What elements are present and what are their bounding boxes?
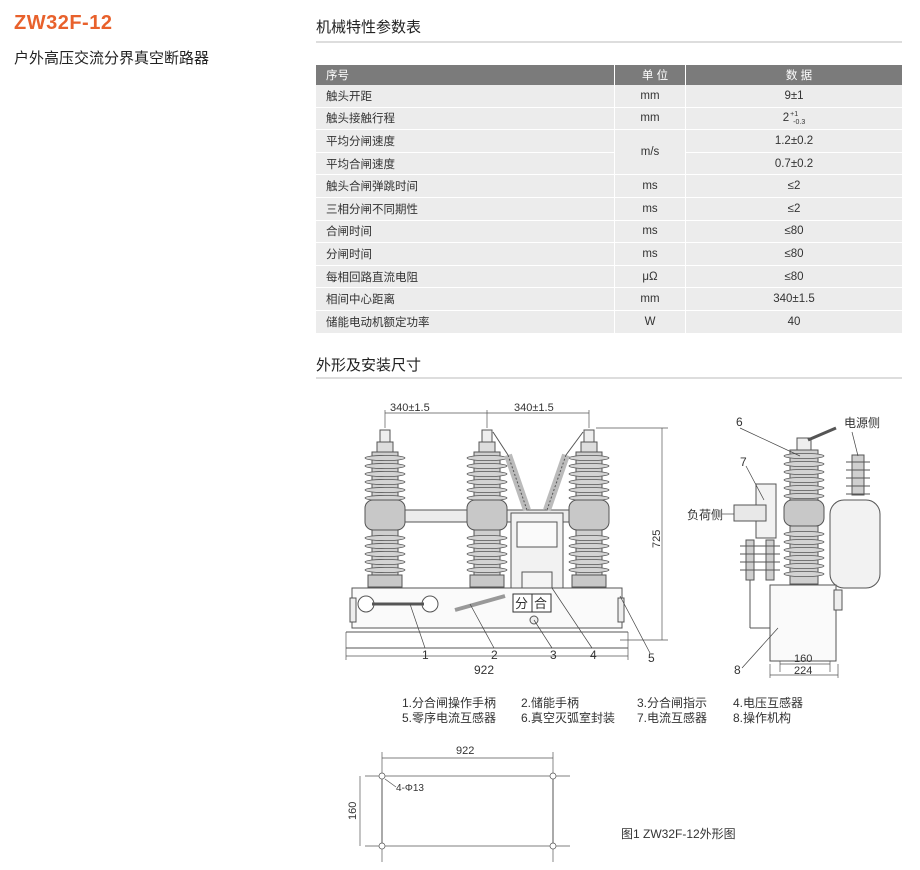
param-value: 9±1 (685, 85, 902, 108)
legend-item-7: 7.电流互感器 (637, 711, 708, 725)
legend-item-6: 6.真空灭弧室封装 (521, 711, 616, 725)
table-header-row: 序号 单 位 数 据 (316, 65, 902, 85)
dim-pitch-left: 340±1.5 (390, 402, 430, 414)
indicator-open-text: 分 (515, 596, 528, 611)
label-power-side: 电源侧 (844, 416, 880, 430)
param-name: 触头开距 (316, 85, 615, 108)
param-unit: W (614, 310, 686, 334)
dim-side-224: 224 (794, 665, 812, 677)
pole-3 (568, 429, 610, 588)
mechanical-params-table: 序号 单 位 数 据 触头开距 mm 9±1 触头接触行程 mm 2+1-0.3… (316, 65, 902, 334)
param-value: ≤2 (685, 197, 902, 221)
param-unit: mm (614, 85, 686, 108)
drawing-section-title: 外形及安装尺寸 (316, 357, 422, 374)
dim-plan-height: 160 (347, 802, 359, 820)
product-subtitle: 户外高压交流分界真空断路器 (14, 50, 210, 67)
param-value-upper-tolerance: +1 (790, 111, 799, 119)
param-value-tolerance: 2+1-0.3 (685, 107, 902, 131)
legend-item-8: 8.操作机构 (733, 711, 792, 725)
param-name: 每相回路直流电阻 (316, 265, 615, 289)
callout-8: 8 (734, 663, 741, 677)
param-value-lower-tolerance: -0.3 (793, 119, 806, 127)
column-header-unit: 单 位 (614, 65, 686, 85)
params-section-divider (316, 41, 902, 43)
param-unit: ms (614, 174, 686, 198)
param-unit: m/s (614, 129, 686, 176)
drawing-section-divider (316, 377, 902, 379)
callout-2: 2 (491, 648, 498, 662)
param-name: 储能电动机额定功率 (316, 310, 615, 334)
dim-side-160: 160 (794, 653, 812, 665)
legend-item-5: 5.零序电流互感器 (402, 711, 497, 725)
table-row: 三相分闸不同期性 ms ≤2 (316, 197, 902, 221)
param-unit: ms (614, 242, 686, 266)
legend-item-3: 3.分合闸指示 (637, 696, 708, 710)
param-unit: mm (614, 107, 686, 131)
param-value: ≤80 (685, 242, 902, 266)
front-view (345, 410, 668, 660)
dim-plan-width: 922 (456, 745, 474, 757)
dim-pitch-right: 340±1.5 (514, 402, 554, 414)
table-row: 合闸时间 ms ≤80 (316, 220, 902, 244)
param-name: 触头接触行程 (316, 107, 615, 131)
param-unit: ms (614, 197, 686, 221)
callout-7: 7 (740, 455, 747, 469)
table-row: 触头接触行程 mm 2+1-0.3 (316, 107, 902, 131)
callout-4: 4 (590, 648, 597, 662)
front-leaders (409, 587, 651, 654)
params-section-title: 机械特性参数表 (316, 19, 422, 36)
table-row: 每相回路直流电阻 μΩ ≤80 (316, 265, 902, 289)
callout-5: 5 (648, 651, 655, 665)
table-row: 分闸时间 ms ≤80 (316, 242, 902, 266)
legend-item-4: 4.电压互感器 (733, 696, 804, 710)
pole-1 (364, 429, 406, 588)
side-view (733, 426, 881, 678)
param-unit: μΩ (614, 265, 686, 289)
table-row: 相间中心距离 mm 340±1.5 (316, 287, 902, 311)
dim-width: 922 (474, 663, 494, 677)
callout-3: 3 (550, 648, 557, 662)
column-header-value: 数 据 (685, 65, 902, 85)
table-row: 平均合闸速度 0.7±0.2 (316, 152, 902, 176)
legend-item-2: 2.储能手柄 (521, 696, 580, 710)
param-value: ≤80 (685, 265, 902, 289)
param-unit: ms (614, 220, 686, 244)
table-row: 触头合闸弹跳时间 ms ≤2 (316, 174, 902, 198)
param-name: 相间中心距离 (316, 287, 615, 311)
param-value-base: 2 (782, 112, 790, 125)
param-name: 三相分闸不同期性 (316, 197, 615, 221)
param-value: ≤80 (685, 220, 902, 244)
param-value: 0.7±0.2 (685, 152, 902, 176)
param-unit: mm (614, 287, 686, 311)
column-header-item: 序号 (316, 65, 615, 85)
plan-view (359, 752, 570, 862)
callout-1: 1 (422, 648, 429, 662)
param-value: 40 (685, 310, 902, 334)
label-load-side: 负荷侧 (687, 508, 723, 522)
param-name: 触头合闸弹跳时间 (316, 174, 615, 198)
product-model: ZW32F-12 (14, 12, 113, 34)
indicator-close-text: 合 (534, 596, 547, 611)
legend-item-1: 1.分合闸操作手柄 (402, 696, 497, 710)
dim-height: 725 (651, 530, 663, 548)
param-name: 平均分闸速度 (316, 129, 615, 153)
table-row: 储能电动机额定功率 W 40 (316, 310, 902, 334)
table-row: 触头开距 mm 9±1 (316, 85, 902, 108)
dim-mounting-holes: 4-Φ13 (396, 783, 424, 794)
callout-6: 6 (736, 415, 743, 429)
side-leaders (722, 427, 859, 669)
param-name: 分闸时间 (316, 242, 615, 266)
param-name: 合闸时间 (316, 220, 615, 244)
param-value: ≤2 (685, 174, 902, 198)
figure-caption: 图1 ZW32F-12外形图 (621, 827, 736, 841)
table-row: 平均分闸速度 m/s 1.2±0.2 (316, 129, 902, 176)
param-value: 340±1.5 (685, 287, 902, 311)
param-value: 1.2±0.2 (685, 129, 902, 153)
pole-2 (466, 429, 508, 588)
param-name: 平均合闸速度 (316, 152, 615, 176)
